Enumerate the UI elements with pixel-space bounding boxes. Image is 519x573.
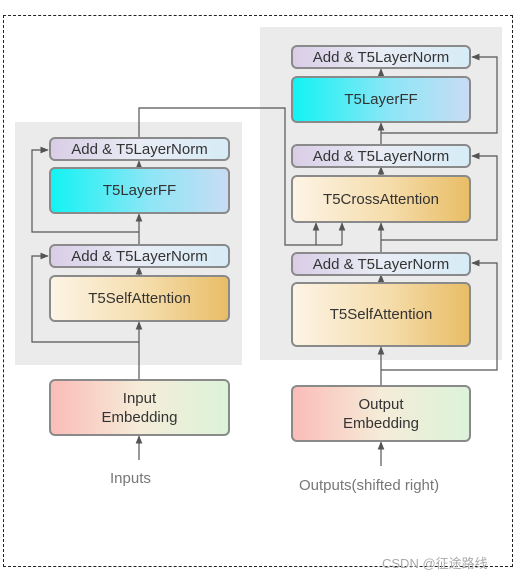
dec-add-norm-top: Add & T5LayerNorm: [291, 45, 471, 69]
dec-add-norm-middle: Add & T5LayerNorm: [291, 144, 471, 168]
enc-add-norm-top: Add & T5LayerNorm: [49, 137, 230, 161]
dec-residual-2: [381, 152, 498, 241]
enc-residual-1: [31, 252, 139, 343]
inputs-label: Inputs: [110, 470, 151, 487]
enc-residual-2: [31, 146, 139, 233]
enc-add-norm-bottom: Add & T5LayerNorm: [49, 244, 230, 268]
dec-add-norm-bottom: Add & T5LayerNorm: [291, 252, 471, 276]
encoder-panel: [15, 122, 242, 365]
outputs-label: Outputs(shifted right): [299, 477, 440, 494]
watermark-text: CSDN @征途路线: [382, 556, 488, 571]
output-embedding-box: Output Embedding: [291, 385, 471, 442]
enc-self-attention-box: T5SelfAttention: [49, 275, 230, 322]
enc-to-dec-line: [138, 107, 342, 246]
dec-ff-box: T5LayerFF: [291, 76, 471, 123]
dec-self-attention-box: T5SelfAttention: [291, 282, 471, 347]
dec-cross-attention-box: T5CrossAttention: [291, 175, 471, 223]
enc-ff-box: T5LayerFF: [49, 167, 230, 214]
dec-residual-1: [381, 259, 498, 371]
outer-dashed-frame: [3, 15, 513, 567]
dec-residual-3: [381, 53, 498, 134]
input-embedding-box: Input Embedding: [49, 379, 230, 436]
